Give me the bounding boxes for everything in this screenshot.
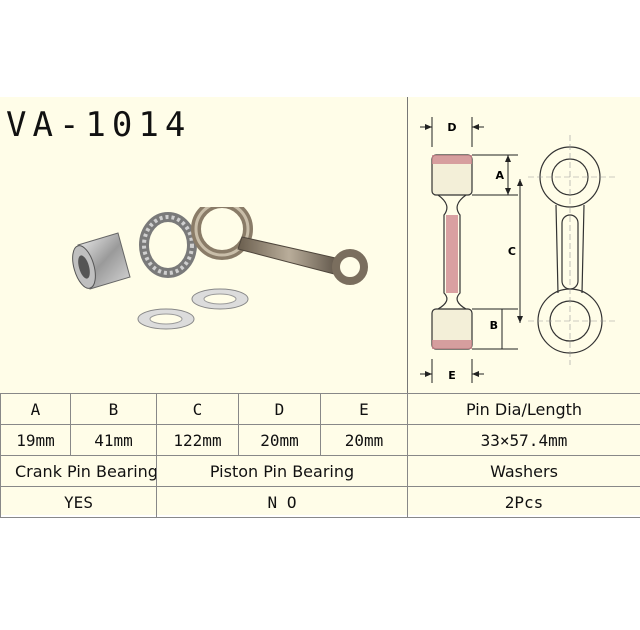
value-d: 20mm xyxy=(238,424,321,456)
product-photo-area: VA-1014 xyxy=(0,97,407,393)
spec-sheet: VA-1014 xyxy=(0,97,640,518)
dimension-header-row: A B C D E Pin Dia/Length xyxy=(0,393,640,425)
connecting-rod-kit-image xyxy=(72,207,368,330)
value-pin-dia-length: 33×57.4mm xyxy=(407,424,640,456)
value-e: 20mm xyxy=(320,424,408,456)
bearing-value-row: YES N O 2Pcs xyxy=(0,486,640,518)
piston-pin-image xyxy=(72,232,131,290)
label-e: E xyxy=(448,369,456,382)
value-a: 19mm xyxy=(0,424,71,456)
label-b: B xyxy=(490,319,498,332)
header-e: E xyxy=(320,393,408,425)
connecting-rod-image xyxy=(191,207,368,285)
value-washers: 2Pcs xyxy=(407,486,640,518)
header-a: A xyxy=(0,393,71,425)
header-crank-pin-bearing: Crank Pin Bearing xyxy=(0,455,157,487)
label-a: A xyxy=(495,169,504,182)
header-piston-pin-bearing: Piston Pin Bearing xyxy=(156,455,408,487)
header-c: C xyxy=(156,393,239,425)
divider xyxy=(407,97,408,393)
dimension-diagram: D A C B E xyxy=(420,117,618,383)
header-b: B xyxy=(70,393,157,425)
spec-table: A B C D E Pin Dia/Length 19mm 41mm 122mm… xyxy=(0,393,640,518)
part-number: VA-1014 xyxy=(6,105,192,145)
value-b: 41mm xyxy=(70,424,157,456)
header-pin-dia-length: Pin Dia/Length xyxy=(407,393,640,425)
needle-bearing-image xyxy=(139,212,197,278)
label-c: C xyxy=(508,245,516,258)
label-d: D xyxy=(447,121,456,134)
value-crank-pin-bearing: YES xyxy=(0,486,157,518)
header-d: D xyxy=(238,393,321,425)
bearing-header-row: Crank Pin Bearing Piston Pin Bearing Was… xyxy=(0,455,640,487)
value-c: 122mm xyxy=(156,424,239,456)
dimension-value-row: 19mm 41mm 122mm 20mm 20mm 33×57.4mm xyxy=(0,424,640,456)
value-piston-pin-bearing: N O xyxy=(156,486,408,518)
header-washers: Washers xyxy=(407,455,640,487)
washer-image xyxy=(137,288,249,330)
